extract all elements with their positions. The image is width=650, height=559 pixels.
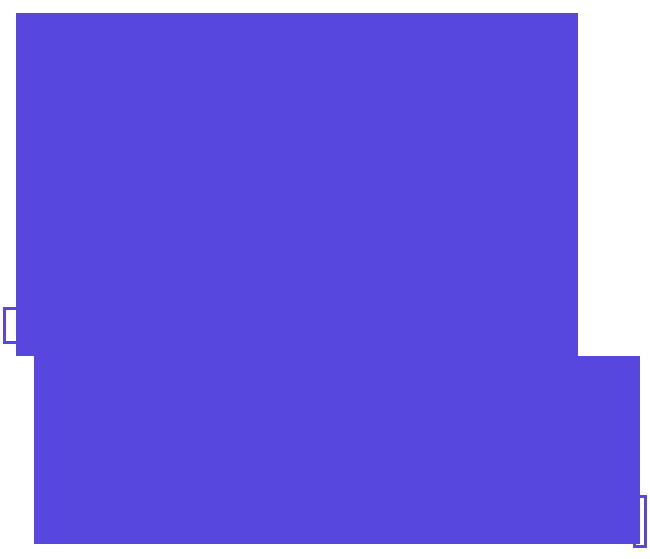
overlay-panel-bottom bbox=[34, 356, 640, 544]
overlay-panel-top bbox=[16, 13, 578, 356]
